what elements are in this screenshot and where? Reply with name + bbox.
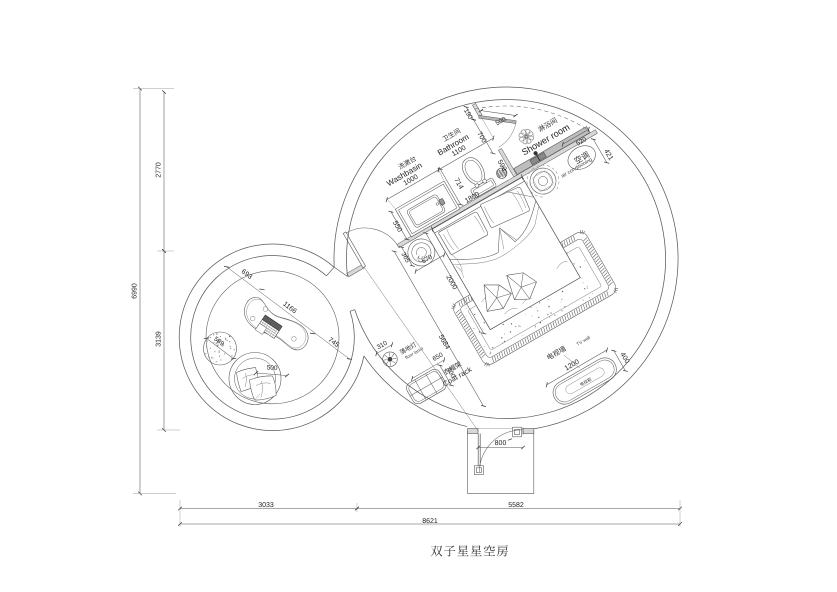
svg-text:400: 400 (618, 351, 630, 365)
svg-text:570: 570 (421, 254, 434, 266)
svg-text:421: 421 (602, 148, 614, 162)
svg-text:5582: 5582 (508, 502, 524, 509)
svg-text:650: 650 (432, 351, 445, 363)
svg-text:6990: 6990 (132, 283, 139, 299)
svg-text:550: 550 (391, 220, 403, 234)
svg-text:3139: 3139 (155, 331, 162, 347)
svg-text:2770: 2770 (155, 162, 162, 178)
svg-text:800: 800 (495, 440, 507, 447)
svg-text:500: 500 (266, 364, 278, 372)
svg-text:3033: 3033 (258, 502, 274, 509)
svg-text:700: 700 (475, 131, 487, 145)
svg-text:590: 590 (496, 159, 508, 173)
svg-text:190: 190 (462, 108, 474, 121)
svg-text:TV wall: TV wall (576, 335, 592, 347)
svg-text:500: 500 (494, 116, 507, 128)
svg-text:520: 520 (575, 136, 588, 148)
svg-text:714: 714 (452, 177, 464, 191)
svg-text:365: 365 (399, 251, 411, 264)
svg-text:310: 310 (376, 340, 389, 352)
svg-text:400: 400 (445, 367, 457, 380)
svg-text:8621: 8621 (422, 518, 438, 525)
